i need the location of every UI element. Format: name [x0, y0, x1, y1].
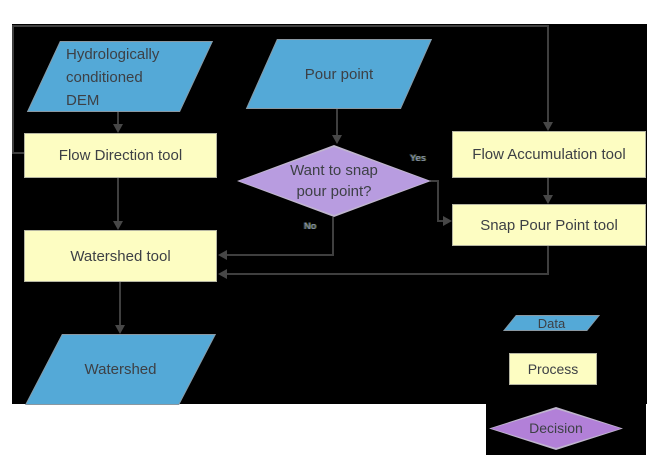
- edge-label-yes: Yes: [410, 153, 427, 163]
- connector-flowdir-to-watershedtool: [117, 178, 119, 221]
- legend-item-data: Data: [503, 315, 600, 331]
- connector-flowdir-to-flowacc-top: [12, 25, 549, 27]
- legend-item-process: Process: [509, 353, 597, 385]
- connector-flowacc-to-snap: [547, 178, 549, 195]
- connector-watershedtool-to-watershed: [119, 282, 121, 325]
- connector-dem-to-flowdir: [117, 112, 119, 124]
- edge-label-no: No: [304, 221, 317, 231]
- arrowhead-into-flowdir: [113, 124, 123, 133]
- node-pour-point: Pour point: [245, 39, 432, 109]
- legend-decision-label: Decision: [529, 420, 583, 436]
- connector-snap-to-watershedtool-h: [227, 273, 549, 275]
- legend-item-decision: Decision: [489, 407, 623, 450]
- connector-no-h: [227, 254, 334, 256]
- decision-label: Want to snap pour point?: [290, 162, 378, 200]
- node-hydrologically-conditioned-dem: Hydrologically conditioned DEM: [26, 41, 216, 112]
- node-watershed: Watershed: [25, 334, 217, 405]
- connector-snap-to-watershedtool-v: [547, 246, 549, 275]
- connector-yes-v: [437, 180, 439, 222]
- connector-no-v: [332, 217, 334, 256]
- connector-flowdir-to-flowacc-left: [12, 25, 14, 154]
- node-flow-direction-tool: Flow Direction tool: [24, 133, 217, 178]
- connector-yes-h2: [437, 220, 444, 222]
- node-watershed-tool: Watershed tool: [24, 230, 217, 282]
- arrowhead-into-watershed: [115, 325, 125, 334]
- connector-flowdir-to-flowacc-stub: [12, 152, 24, 154]
- watershed-label: Watershed: [84, 361, 157, 378]
- arrowhead-into-watershedtool-top: [113, 221, 123, 230]
- flow-direction-label: Flow Direction tool: [58, 147, 183, 164]
- arrowhead-into-snap-top: [543, 195, 553, 204]
- snap-pour-point-label: Snap Pour Point tool: [480, 216, 618, 234]
- arrowhead-into-flowacc: [543, 122, 553, 131]
- watershed-tool-label: Watershed tool: [70, 247, 171, 265]
- connector-flowdir-to-flowacc-down: [547, 25, 549, 122]
- node-flow-accumulation-tool: Flow Accumulation tool: [452, 131, 646, 178]
- arrowhead-into-watershedtool-right1: [218, 250, 227, 260]
- arrowhead-into-watershedtool-right2: [218, 269, 227, 279]
- legend-process-label: Process: [527, 360, 579, 377]
- connector-yes-h1: [430, 180, 439, 182]
- flow-accumulation-label: Flow Accumulation tool: [472, 146, 626, 163]
- legend-data-label: Data: [537, 315, 566, 331]
- arrowhead-into-snap-left: [443, 216, 452, 226]
- arrowhead-into-decision: [332, 135, 342, 144]
- node-snap-pour-point-tool: Snap Pour Point tool: [452, 204, 646, 246]
- pour-point-label: Pour point: [304, 65, 374, 83]
- dem-label: Hydrologically conditioned DEM: [66, 46, 160, 109]
- node-decision-want-to-snap: Want to snap pour point?: [237, 145, 431, 217]
- connector-pourpoint-to-decision: [336, 109, 338, 135]
